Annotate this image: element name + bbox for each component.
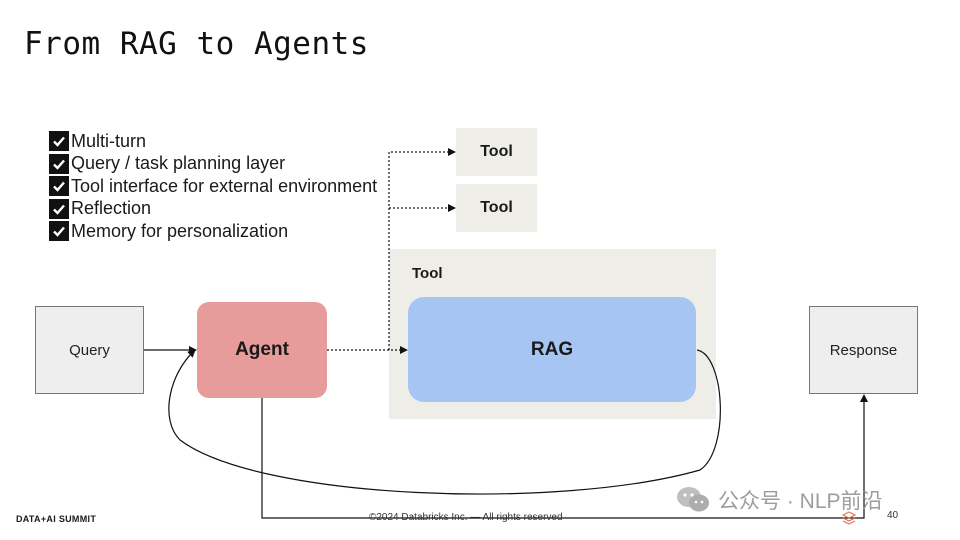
checkbox-checked-icon (49, 153, 69, 174)
checkbox-checked-icon (49, 198, 69, 219)
footer-copyright: ©2024 Databricks Inc. — All rights reser… (369, 512, 563, 523)
agent-node: Agent (197, 302, 327, 398)
arrow-agent-to-response (261, 394, 868, 519)
checklist-item-label: Tool interface for external environment (71, 175, 378, 196)
page-number: 40 (887, 510, 899, 521)
query-node: Query (35, 306, 144, 394)
rag-node: RAG (408, 297, 696, 402)
watermark-text: 公众号 · NLP前沿 (718, 490, 883, 513)
tool-container: Tool RAG (389, 249, 716, 419)
footer-brand-logo: DATA+AI SUMMIT (16, 514, 97, 524)
checklist-item-label: Multi-turn (71, 130, 147, 151)
wechat-watermark: 公众号 · NLP前沿 (676, 485, 883, 515)
tool-node-second: Tool (456, 184, 537, 232)
feature-checklist: Multi-turn Query / task planning layer T… (49, 130, 377, 243)
checklist-item: Query / task planning layer (49, 153, 377, 176)
checkbox-checked-icon (49, 131, 69, 152)
slide-title: From RAG to Agents (24, 26, 369, 62)
checkbox-checked-icon (49, 176, 69, 197)
checklist-item-label: Reflection (71, 198, 152, 219)
checkbox-checked-icon (49, 221, 69, 242)
checklist-item: Multi-turn (49, 130, 377, 153)
arrow-to-tools-branch (388, 148, 456, 350)
checklist-item: Tool interface for external environment (49, 175, 377, 198)
checklist-item: Reflection (49, 198, 377, 221)
databricks-logo-icon (842, 511, 856, 525)
tool-container-label: Tool (412, 265, 443, 282)
checklist-item: Memory for personalization (49, 220, 377, 243)
tool-node-top: Tool (456, 128, 537, 176)
checklist-item-label: Query / task planning layer (71, 153, 286, 174)
checklist-item-label: Memory for personalization (71, 220, 289, 241)
response-node: Response (809, 306, 918, 394)
reflection-loop-arrow (168, 349, 721, 495)
wechat-icon (677, 487, 709, 512)
